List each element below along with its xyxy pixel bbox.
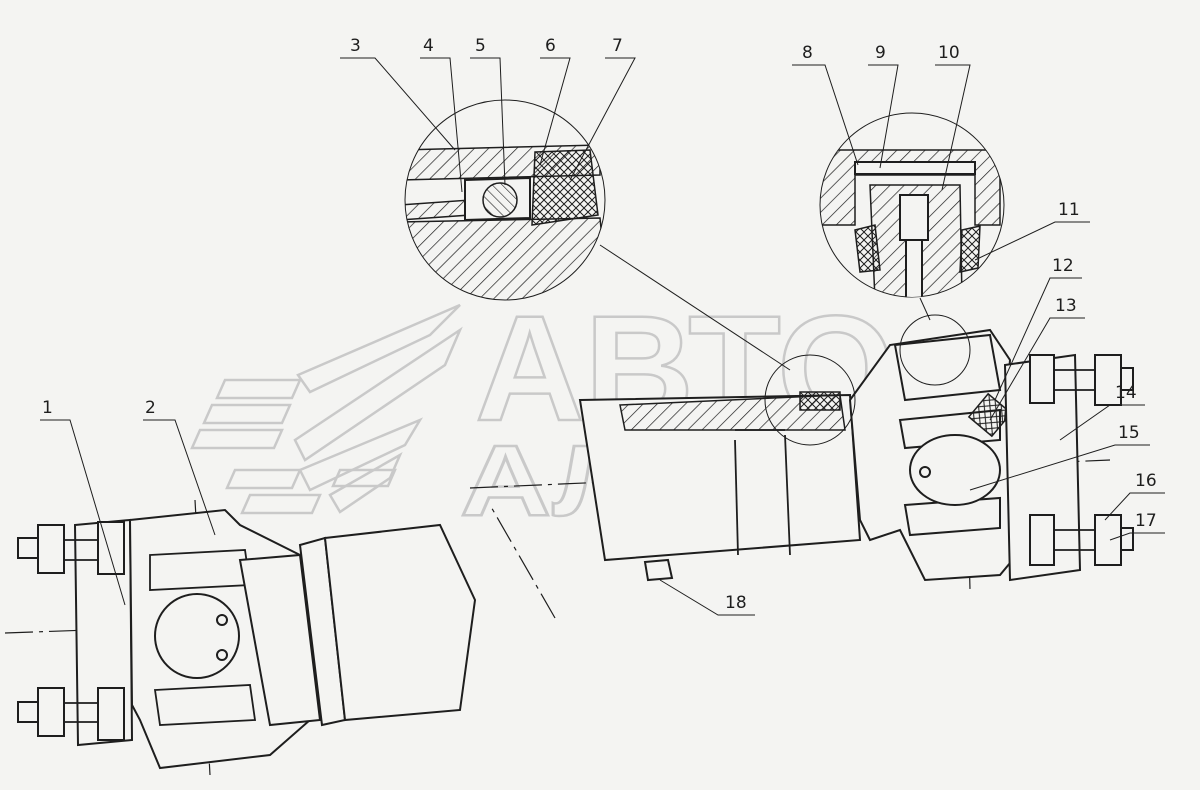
callout-12: 12 — [1052, 256, 1074, 276]
left-shaft-tube — [298, 523, 477, 727]
callout-15: 15 — [1118, 423, 1140, 443]
detail-marker-bearing — [899, 314, 971, 386]
callout-4: 4 — [423, 36, 434, 56]
callout-8: 8 — [802, 43, 813, 63]
callout-14: 14 — [1115, 383, 1137, 403]
callout-17: 17 — [1135, 511, 1157, 531]
leader-lines — [40, 57, 1165, 616]
splined-shaft-section — [578, 391, 862, 582]
callout-6: 6 — [545, 36, 556, 56]
callout-18: 18 — [725, 593, 747, 613]
callout-3: 3 — [350, 36, 361, 56]
right-yoke-and-flange — [848, 328, 1134, 582]
detail-marker-seal — [764, 354, 856, 446]
callout-10: 10 — [938, 43, 960, 63]
logo-emblem — [190, 303, 463, 515]
callout-1: 1 — [42, 398, 53, 418]
callout-5: 5 — [475, 36, 486, 56]
bearing-detail-view — [819, 112, 1005, 298]
callout-9: 9 — [875, 43, 886, 63]
callout-13: 13 — [1055, 296, 1077, 316]
left-flange-yoke — [17, 508, 322, 770]
callout-7: 7 — [612, 36, 623, 56]
callout-16: 16 — [1135, 471, 1157, 491]
callout-2: 2 — [145, 398, 156, 418]
callout-11: 11 — [1058, 200, 1080, 220]
callout-labels: 1 2 3 4 5 6 7 8 9 10 11 12 13 14 15 16 1… — [42, 36, 1157, 613]
